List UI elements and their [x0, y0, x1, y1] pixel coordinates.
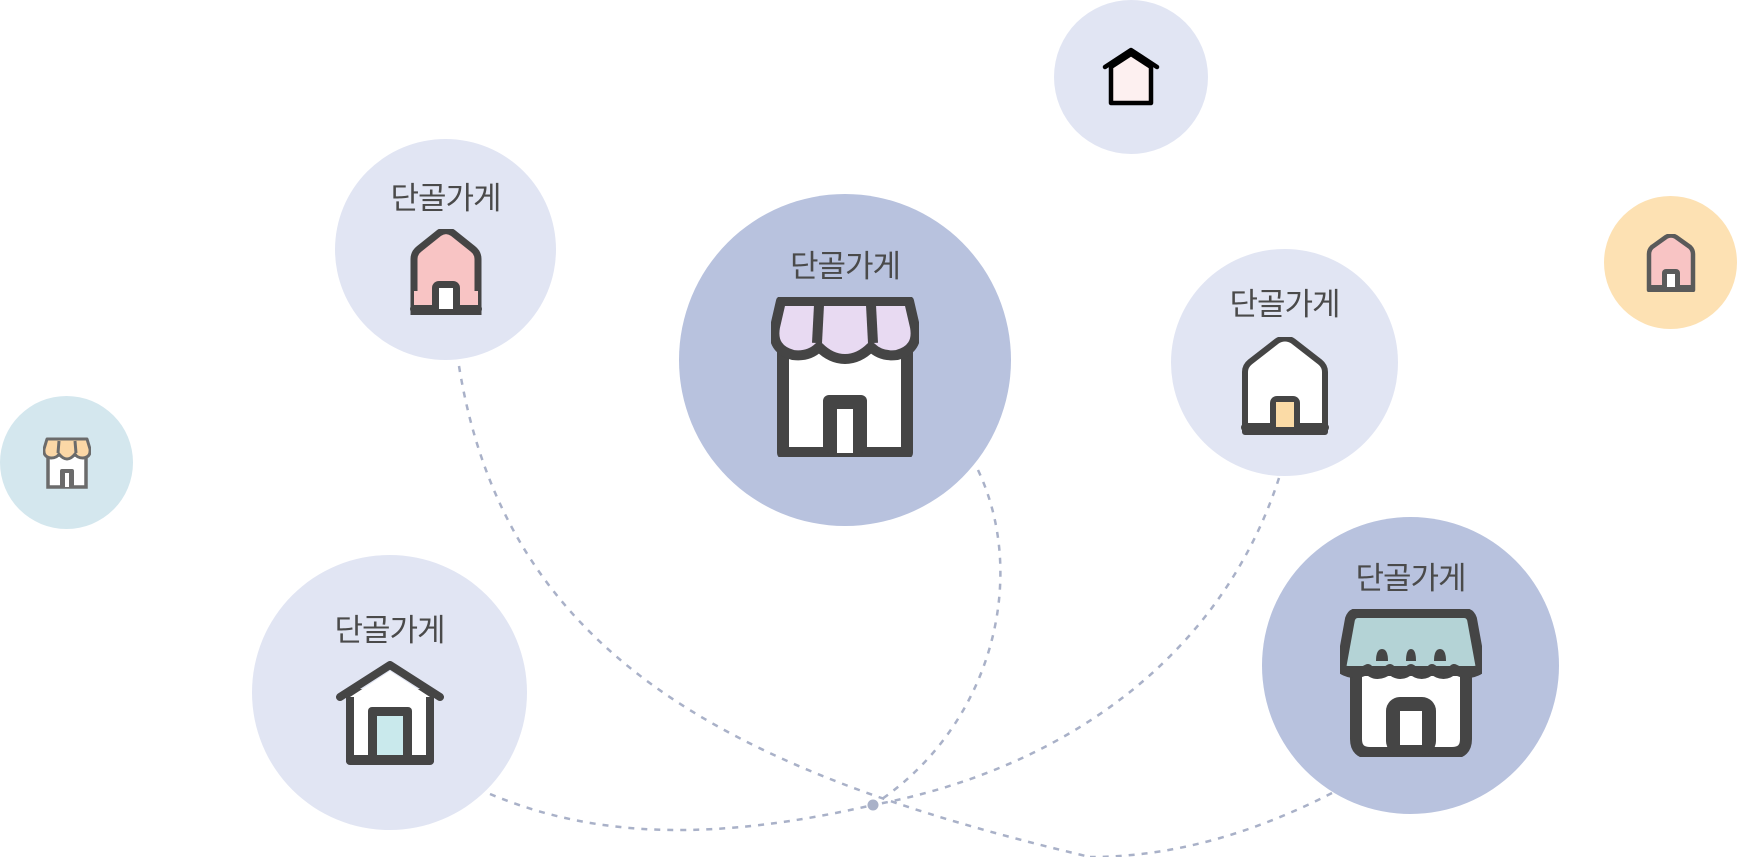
- connector-right: [872, 477, 1281, 807]
- peaked-house-icon: [1101, 47, 1161, 107]
- node-small-top: [1054, 0, 1208, 154]
- rounded-house-icon: [1644, 233, 1698, 292]
- node-label: 단골가게: [1355, 561, 1466, 597]
- storefront-icon: [42, 437, 91, 489]
- peaked-house-icon: [335, 661, 444, 765]
- node-top-left: 단골가게: [335, 139, 556, 360]
- rounded-house-icon: [406, 229, 486, 315]
- node-bottom-left: 단골가게: [252, 555, 527, 830]
- rounded-house-icon: [1239, 337, 1331, 435]
- connector-top-left: [457, 365, 1091, 857]
- storefront-icon: [1339, 609, 1482, 757]
- connector-bottom-left: [489, 792, 874, 832]
- node-label: 단골가게: [390, 181, 501, 217]
- node-bottom-right: 단골가게: [1262, 517, 1559, 814]
- node-label: 단골가게: [1229, 287, 1340, 323]
- node-small-left: [0, 396, 133, 529]
- node-right: 단골가게: [1171, 249, 1398, 476]
- storefront-icon: [771, 296, 919, 457]
- node-label: 단골가게: [789, 248, 901, 285]
- connector-bottom-right: [1089, 791, 1333, 857]
- node-center: 단골가게: [679, 194, 1011, 526]
- node-label: 단골가게: [334, 613, 445, 649]
- connector-hub-dot: [867, 799, 879, 811]
- connector-center: [872, 469, 1002, 807]
- node-small-right: [1604, 196, 1737, 329]
